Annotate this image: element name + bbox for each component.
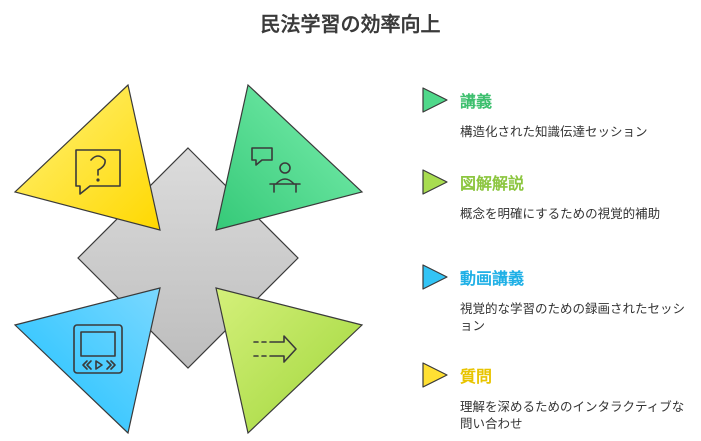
legend-description: 構造化された知識伝達セッション [460,124,648,139]
triangle-marker-icon [422,87,448,113]
triangle-marker-icon [422,362,448,388]
question-triangle [13,83,161,231]
legend-description: 視覚的な学習のための録画されたセッション [460,301,686,333]
legend-label: 図解解説 [460,174,525,193]
legend-description: 理解を深めるためのインタラクティブな問い合わせ [460,399,685,431]
video-player-icon [73,324,123,374]
page-title: 民法学習の効率向上 [260,12,441,36]
question-bubble-icon [75,149,121,195]
legend-label: 動画講義 [460,269,525,288]
diagram-triangle [215,287,364,435]
legend-label: 講義 [460,92,493,111]
lecture-triangle [215,83,364,231]
lecturer-icon [251,147,301,193]
arrow-right-icon [253,335,297,363]
triangle-marker-icon [422,264,448,290]
legend-label: 質問 [460,367,493,386]
legend-description: 概念を明確にするための視覚的補助 [460,206,661,221]
triangle-marker-icon [422,169,448,195]
